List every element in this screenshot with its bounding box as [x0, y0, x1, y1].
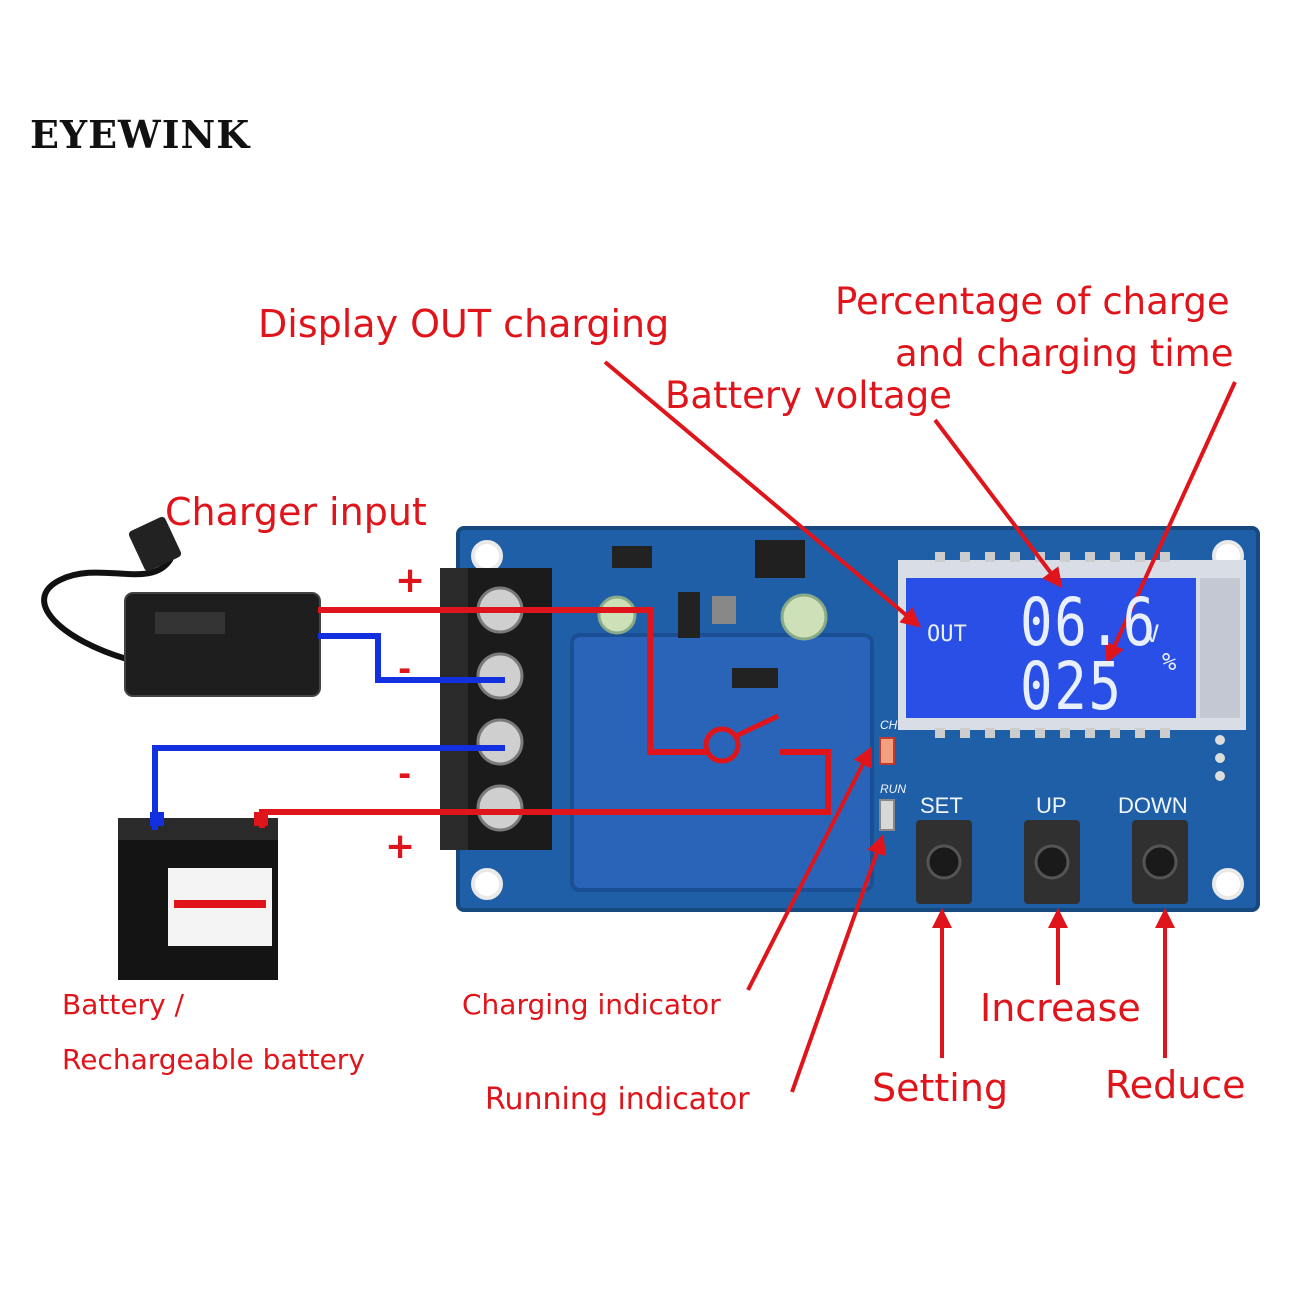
silk-set: SET	[920, 793, 963, 818]
label-charger-input: Charger input	[165, 490, 427, 534]
terminal-minus-2: -	[398, 755, 412, 793]
label-reduce: Reduce	[1105, 1063, 1246, 1107]
down-button[interactable]	[1132, 820, 1188, 904]
arrow-percentage	[1105, 381, 1237, 664]
label-battery-line2: Rechargeable battery	[62, 1043, 365, 1076]
terminal-plus-top: +	[395, 560, 426, 601]
terminal-screw	[476, 652, 524, 700]
lcd-percent-value: 025	[1020, 648, 1123, 725]
lcd-side-panel	[1200, 578, 1240, 718]
arrow-battery-voltage	[933, 418, 1063, 589]
mount-hole	[471, 540, 503, 572]
terminal-minus-1: -	[398, 650, 412, 688]
terminal-block-flange	[440, 568, 468, 850]
lcd-voltage-value: 06.6	[1020, 584, 1157, 661]
silk-run: RUN	[880, 782, 906, 796]
label-charging-indicator: Charging indicator	[462, 988, 721, 1021]
wire-charger-negative	[318, 633, 505, 683]
charger-adapter-label	[155, 612, 225, 634]
set-button[interactable]	[916, 820, 972, 904]
label-battery-voltage: Battery voltage	[665, 374, 952, 417]
relay-switch-arm	[734, 713, 780, 739]
brand-logo: EYEWINK	[30, 112, 251, 157]
label-display-out: Display OUT charging	[258, 302, 670, 346]
label-increase: Increase	[980, 986, 1141, 1030]
capacitor	[597, 595, 637, 635]
lcd-voltage-unit: V	[1145, 620, 1160, 648]
label-percentage-line2: and charging time	[895, 332, 1234, 375]
up-button[interactable]	[1024, 820, 1080, 904]
charging-led	[879, 737, 895, 765]
terminal-plus-bottom: +	[385, 826, 416, 867]
wire-battery-positive	[259, 749, 831, 828]
wire-battery-negative	[152, 745, 505, 830]
diode	[678, 592, 700, 638]
arrow-display-out	[603, 360, 922, 628]
charger-plug	[128, 516, 182, 572]
terminal-screw	[476, 718, 524, 766]
terminal-screw	[476, 784, 524, 832]
capacitor	[780, 593, 828, 641]
lcd-screen	[906, 578, 1196, 718]
label-setting: Setting	[872, 1066, 1009, 1110]
relay-switch-contact	[703, 726, 741, 764]
arrow-charging-indicator	[746, 746, 872, 991]
silk-up: UP	[1036, 793, 1067, 818]
lcd-percent-unit: %	[1162, 648, 1177, 676]
label-battery-line1: Battery /	[62, 988, 184, 1021]
label-percentage-line1: Percentage of charge	[835, 280, 1230, 323]
silk-down: DOWN	[1118, 793, 1188, 818]
label-running-indicator: Running indicator	[485, 1082, 750, 1117]
ic-chip	[755, 540, 805, 578]
mount-hole	[471, 868, 503, 900]
diode	[612, 546, 652, 568]
lcd-out-text: OUT	[927, 622, 967, 647]
charger-adapter	[124, 592, 321, 697]
running-led	[879, 799, 895, 831]
resistor	[732, 668, 778, 688]
crystal	[712, 596, 736, 624]
silk-ch: CH	[880, 718, 898, 732]
battery-image	[118, 812, 278, 980]
mount-hole	[1212, 868, 1244, 900]
wire-charger-positive	[318, 607, 710, 755]
annotation-arrows	[603, 360, 1237, 1093]
lcd-pins	[935, 552, 1170, 738]
arrow-running-indicator	[790, 834, 887, 1093]
header-pins-right	[1215, 735, 1225, 781]
